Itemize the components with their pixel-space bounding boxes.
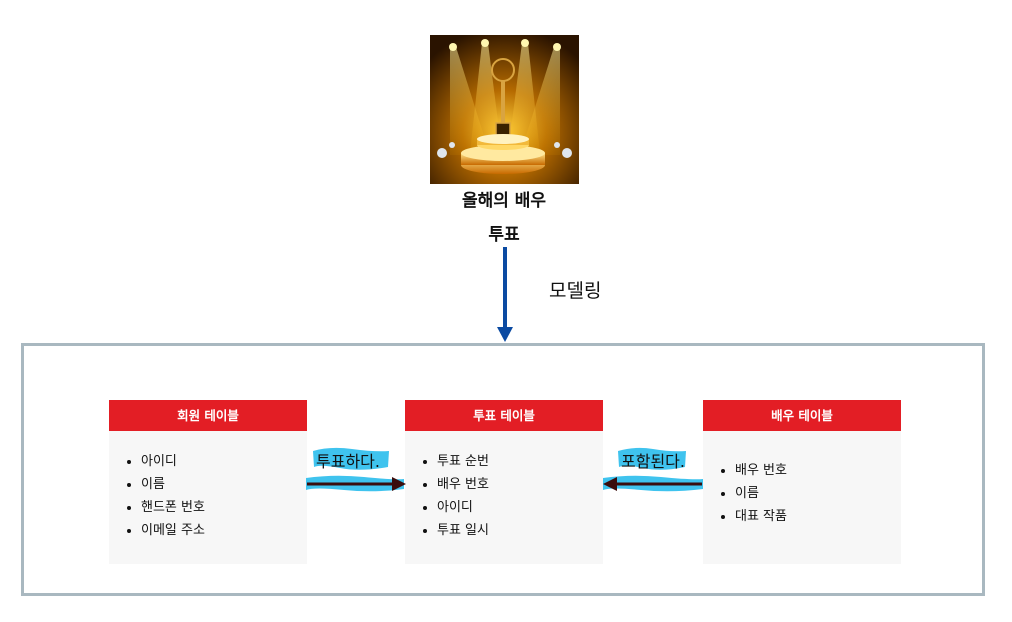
list-item: 아이디 bbox=[141, 450, 307, 473]
list-item: 대표 작품 bbox=[735, 505, 901, 528]
model-frame bbox=[21, 343, 985, 596]
table-header: 회원 테이블 bbox=[109, 400, 307, 431]
list-item: 아이디 bbox=[437, 496, 603, 519]
highlight-mark bbox=[618, 447, 686, 470]
highlight-mark bbox=[313, 447, 389, 470]
relation-label-include: 포함된다. bbox=[618, 447, 687, 472]
actor-table: 배우 테이블 배우 번호 이름 대표 작품 bbox=[703, 400, 901, 564]
list-item: 이메일 주소 bbox=[141, 519, 307, 542]
relation-arrow-left bbox=[603, 475, 703, 492]
relation-arrow-right bbox=[306, 475, 406, 492]
trophy-stage-image bbox=[430, 35, 579, 184]
field-list: 아이디 이름 핸드폰 번호 이메일 주소 bbox=[109, 431, 307, 542]
table-header: 투표 테이블 bbox=[405, 400, 603, 431]
table-header: 배우 테이블 bbox=[703, 400, 901, 431]
diagram-title-line1: 올해의 배우 bbox=[461, 191, 547, 211]
list-item: 배우 번호 bbox=[735, 459, 901, 482]
field-list: 배우 번호 이름 대표 작품 bbox=[703, 431, 901, 528]
diagram-title-line2: 투표 bbox=[488, 225, 520, 245]
list-item: 투표 일시 bbox=[437, 519, 603, 542]
list-item: 투표 순번 bbox=[437, 450, 603, 473]
modeling-down-arrow bbox=[497, 247, 513, 342]
relation-label-text: 투표하다. bbox=[316, 452, 380, 471]
vote-table: 투표 테이블 투표 순번 배우 번호 아이디 투표 일시 bbox=[405, 400, 603, 564]
relation-label-text: 포함된다. bbox=[621, 452, 685, 471]
list-item: 배우 번호 bbox=[437, 473, 603, 496]
modeling-label: 모델링 bbox=[549, 280, 602, 302]
list-item: 이름 bbox=[735, 482, 901, 505]
relation-label-vote: 투표하다. bbox=[313, 447, 389, 472]
member-table: 회원 테이블 아이디 이름 핸드폰 번호 이메일 주소 bbox=[109, 400, 307, 564]
field-list: 투표 순번 배우 번호 아이디 투표 일시 bbox=[405, 431, 603, 542]
list-item: 핸드폰 번호 bbox=[141, 496, 307, 519]
list-item: 이름 bbox=[141, 473, 307, 496]
